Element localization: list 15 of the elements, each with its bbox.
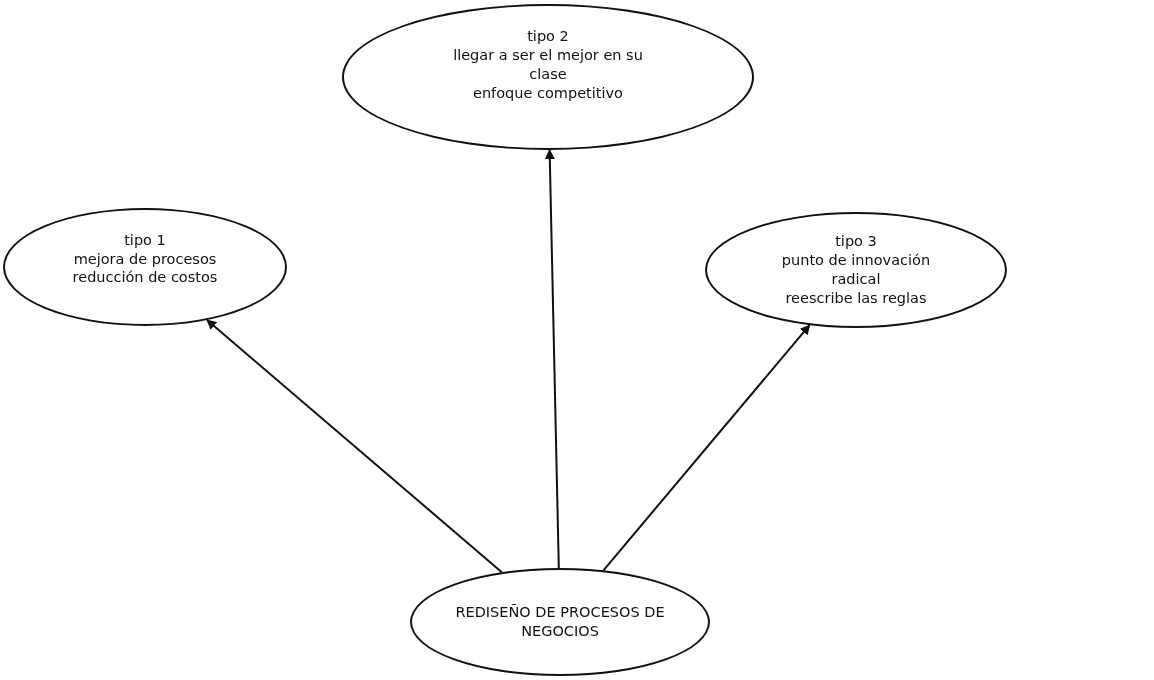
arrow: [544, 149, 560, 569]
node-text: enfoque competitivo: [472, 83, 624, 103]
node-text: mejora de procesos: [72, 249, 218, 269]
node-text: tipo 1: [123, 230, 167, 250]
node-text: REDISEÑO DE PROCESOS DE NEGOCIOS: [454, 603, 666, 641]
node-text: tipo 3: [834, 232, 878, 252]
ellipse-node: [342, 4, 754, 150]
ellipse-node: [3, 208, 287, 326]
arrow: [206, 319, 503, 574]
ellipse-node: [705, 212, 1007, 328]
ellipse-node: [410, 568, 710, 676]
arrow: [602, 324, 811, 572]
node-text: tipo 2: [526, 27, 570, 47]
node-text: reducción de costos: [71, 268, 219, 288]
node-text: reescribe las reglas: [784, 288, 928, 308]
